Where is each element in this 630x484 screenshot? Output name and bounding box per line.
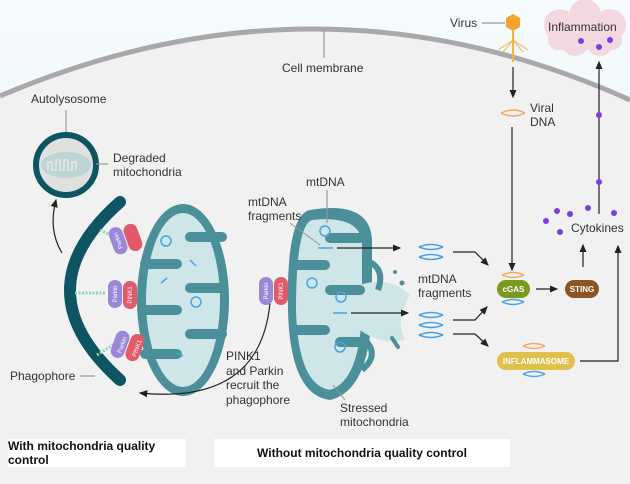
- stressed-label-line1: Stressed: [340, 401, 387, 415]
- recruit-label-line2: and Parkin: [226, 364, 283, 378]
- viral-dna-label-line1: Viral: [530, 101, 554, 115]
- recruit-label-line4: phagophore: [226, 393, 290, 407]
- degraded-label-line1: Degraded: [113, 151, 166, 165]
- recruit-phagophore-arrow: [138, 302, 271, 398]
- parkin-pink1-pair: Parkin PINK1: [259, 277, 288, 305]
- footer-without-quality-control: Without mitochondria quality control: [214, 439, 510, 467]
- degraded-label-line2: mitochondria: [113, 165, 182, 179]
- stressed-mitochondrion: [287, 208, 410, 400]
- parkin-protein: [110, 330, 130, 358]
- damaged-mitochondrion: [137, 204, 229, 396]
- autolysosome-label: Autolysosome: [31, 92, 107, 106]
- cell-membrane: [0, 26, 630, 103]
- pink1-protein: [123, 281, 137, 309]
- pink1-label: PINK1: [128, 286, 134, 304]
- recruit-label-line1: PINK1: [226, 349, 261, 363]
- parkin-label: Parkin: [117, 336, 128, 354]
- parkin-pink1-pair: Parkin PINK1: [110, 330, 145, 362]
- cell-membrane-label: Cell membrane: [282, 61, 364, 75]
- pink1-protein: [125, 333, 145, 362]
- cytokine-dot: [578, 38, 584, 44]
- fragments-to-inflammasome-arrow: [453, 333, 489, 347]
- cytokine-dot: [543, 218, 549, 224]
- cytokine-dot: [557, 229, 563, 235]
- virus-icon: [497, 14, 529, 62]
- pink1-protein: [274, 277, 288, 305]
- inflammation-label: Inflammation: [548, 20, 617, 34]
- parkin-label: Parkin: [113, 231, 124, 249]
- fragments-to-cgas-arrow: [453, 251, 489, 266]
- fragments-to-cgas-arrow: [453, 306, 488, 321]
- mtdna-fragments-top-line2: fragments: [248, 209, 301, 223]
- autolysosome: [33, 132, 99, 198]
- inflammasome-label: INFLAMMASOME: [503, 357, 570, 366]
- parkin-pink1-pair: Parkin PINK1: [108, 280, 137, 309]
- pink1-label: PINK1: [279, 282, 285, 300]
- cytokine-dot: [596, 112, 602, 118]
- cytokine-dot: [607, 37, 613, 43]
- inflammasome-to-cytokines-arrow: [580, 244, 622, 362]
- stressed-label-line2: mitochondria: [340, 415, 409, 429]
- phagophore-label: Phagophore: [10, 369, 76, 383]
- mtdna-fragments-leader: [289, 222, 321, 246]
- cytokine-dot: [611, 210, 617, 216]
- mtdna-fragment-icons: [418, 243, 444, 339]
- phagophore: [64, 196, 126, 386]
- virus-label: Virus: [450, 16, 477, 30]
- phagophore-to-autolysosome-arrow: [50, 198, 63, 254]
- mtdna-fragments-right-line2: fragments: [418, 286, 471, 300]
- inflammation-cloud: [544, 0, 626, 56]
- mtdna-fragments-top-line1: mtDNA: [248, 195, 287, 209]
- recruit-label-line3: recruit the: [226, 378, 280, 392]
- cgas-node: cGAS: [497, 271, 530, 306]
- stressed-leader: [332, 384, 346, 401]
- parkin-protein: [259, 277, 273, 305]
- mtdna-fragments-right-line1: mtDNA: [418, 272, 457, 286]
- cytokine-dot: [596, 179, 602, 185]
- cytokine-dot: [567, 211, 573, 217]
- cytokine-dot: [596, 44, 602, 50]
- cytokine-dot: [554, 208, 560, 214]
- cytokine-dot: [585, 205, 591, 211]
- mtdna-label: mtDNA: [306, 175, 345, 189]
- parkin-label: Parkin: [264, 282, 270, 299]
- sting-label: STING: [570, 285, 594, 294]
- parkin-label: Parkin: [113, 285, 119, 302]
- viral-dna-label-line2: DNA: [530, 115, 555, 129]
- sting-node: STING: [565, 280, 599, 298]
- cgas-label: cGAS: [503, 285, 525, 294]
- pink1-label: PINK1: [132, 339, 144, 358]
- parkin-protein: [108, 280, 122, 308]
- inflammasome-node: INFLAMMASOME: [497, 342, 575, 378]
- parkin-pink1-pair: Parkin: [108, 223, 143, 255]
- viral-dna-icon: [500, 109, 526, 117]
- cytokines-label: Cytokines: [571, 221, 624, 235]
- footer-with-quality-control: With mitochondria quality control: [8, 439, 186, 467]
